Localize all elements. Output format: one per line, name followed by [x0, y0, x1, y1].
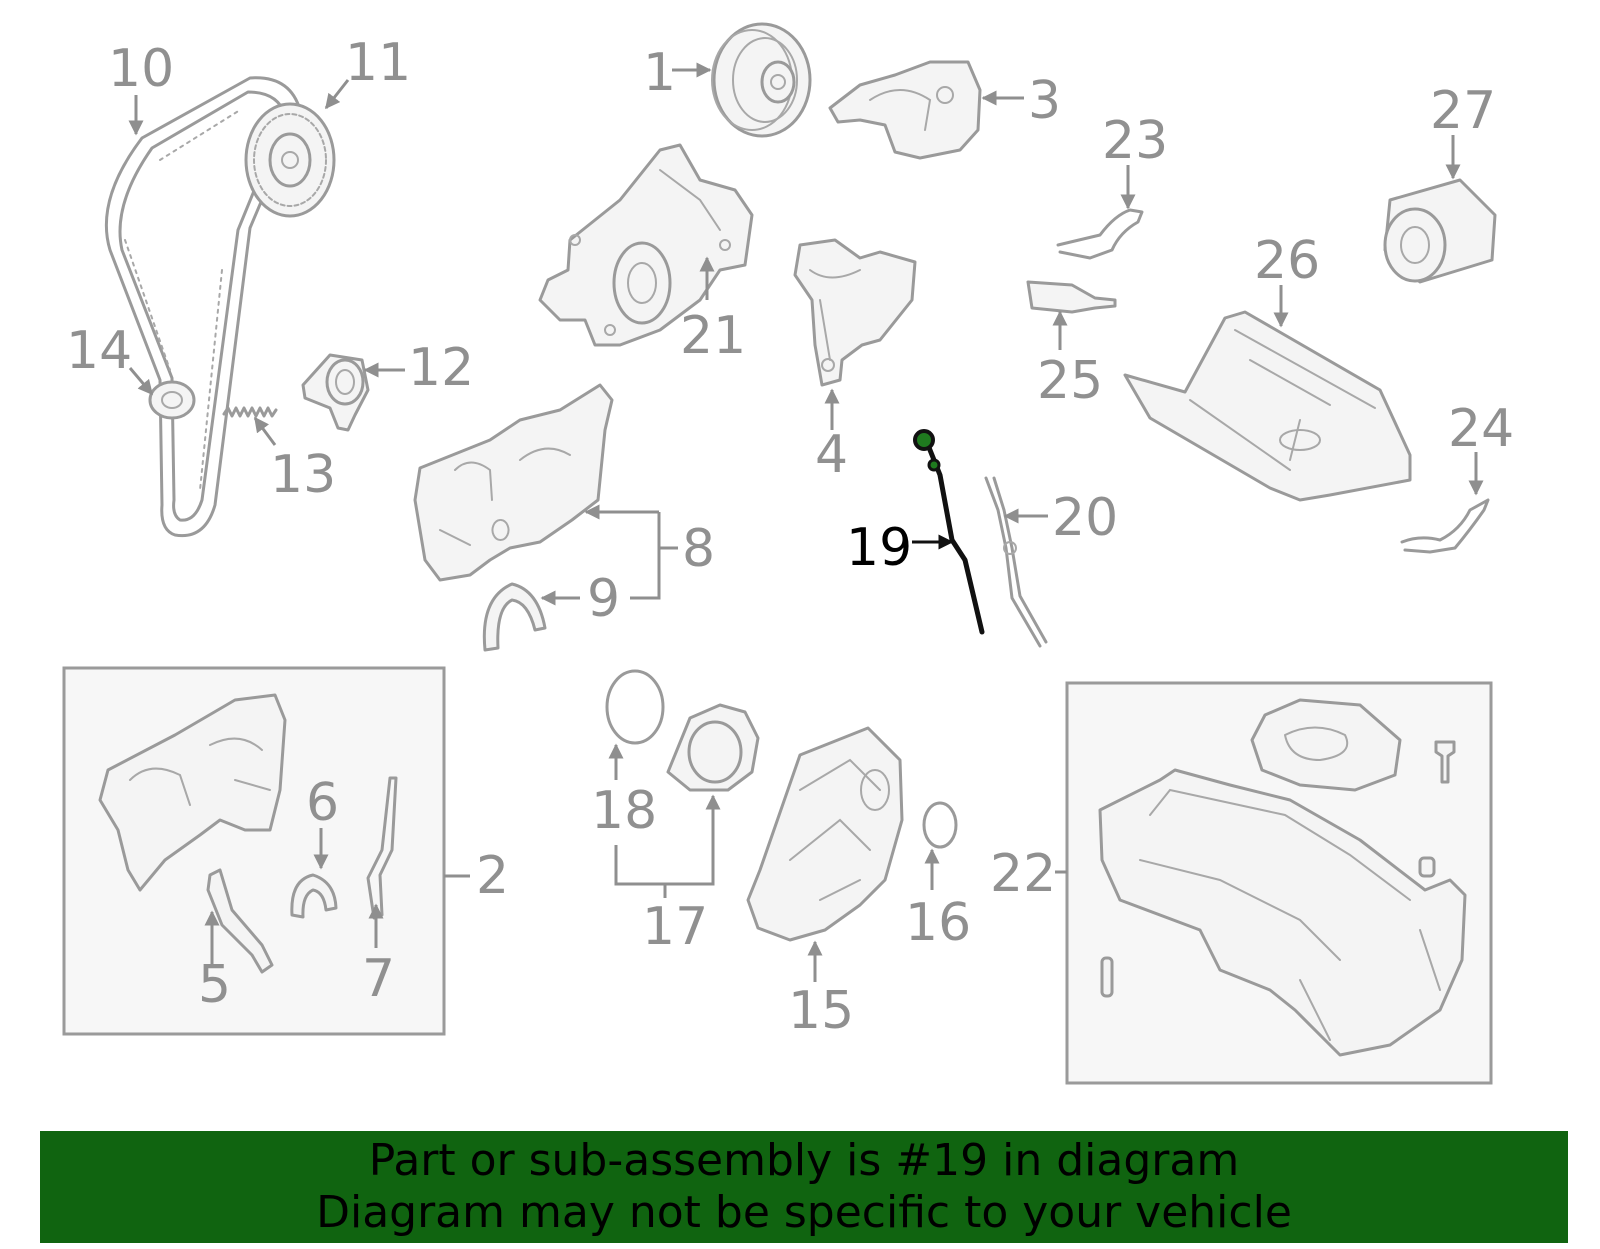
plug: [1418, 856, 1436, 878]
callout-26: 26: [1254, 231, 1320, 291]
part-info-banner: Part or sub-assembly is #19 in diagram D…: [40, 1131, 1568, 1243]
seal-retainer: [666, 703, 760, 792]
callout-18: 18: [591, 781, 657, 841]
callout-17: 17: [642, 897, 708, 957]
timing-cover-seal: [482, 582, 547, 652]
front-cover-part-3: [828, 60, 982, 160]
callout-25: 25: [1037, 351, 1103, 411]
baffle-plate: [1250, 698, 1402, 792]
callout-5: 5: [198, 955, 231, 1015]
rear-plate-15: [746, 726, 904, 942]
callout-20: 20: [1052, 488, 1118, 548]
o-ring-18: [605, 669, 665, 745]
belt-tensioner: [301, 353, 370, 432]
leader-lines: [128, 62, 1484, 982]
callout-13: 13: [270, 445, 336, 505]
banner-line-1: Part or sub-assembly is #19 in diagram: [368, 1135, 1240, 1186]
callout-24: 24: [1448, 399, 1514, 459]
oil-pan-upper: [1123, 310, 1412, 502]
callout-6: 6: [306, 773, 339, 833]
callout-11: 11: [345, 33, 411, 93]
callout-23: 23: [1102, 111, 1168, 171]
crankshaft-pulley: [711, 22, 812, 138]
gasket-24: [1400, 498, 1490, 554]
camshaft-sprocket: [244, 102, 336, 218]
callout-14: 14: [66, 321, 132, 381]
callout-27: 27: [1430, 81, 1496, 141]
gasket-16: [922, 801, 958, 849]
callout-3: 3: [1028, 71, 1061, 131]
oil-dipstick-19: [913, 429, 985, 635]
callout-2: 2: [476, 846, 509, 906]
banner-line-2: Diagram may not be specific to your vehi…: [316, 1187, 1292, 1238]
idler-pulley: [148, 380, 196, 420]
callout-4: 4: [815, 425, 848, 485]
tensioner-spring: [222, 406, 278, 418]
engine-bracket: [793, 238, 917, 387]
guide-5: [206, 868, 274, 974]
gasket-23: [1056, 208, 1144, 260]
callout-19: 19: [846, 518, 912, 578]
dowel-pin: [1100, 956, 1114, 998]
seal-6: [290, 873, 338, 919]
callout-12: 12: [408, 338, 474, 398]
callout-9: 9: [587, 569, 620, 629]
strainer-tube-25: [1026, 280, 1117, 314]
callout-10: 10: [108, 39, 174, 99]
callout-21: 21: [680, 306, 746, 366]
callout-16: 16: [905, 893, 971, 953]
oil-pan-lower: [1098, 768, 1467, 1057]
callout-1: 1: [643, 43, 676, 103]
callout-22: 22: [990, 844, 1056, 904]
callout-7: 7: [362, 949, 395, 1009]
callout-15: 15: [788, 981, 854, 1041]
drain-bolt: [1434, 740, 1456, 784]
oil-filter: [1383, 178, 1497, 284]
callout-8: 8: [682, 519, 715, 579]
oil-pump: [538, 143, 754, 347]
timing-cover-assembly: [98, 693, 287, 892]
dipstick-tube-20: [984, 476, 1048, 648]
timing-cover-lower: [413, 383, 614, 582]
